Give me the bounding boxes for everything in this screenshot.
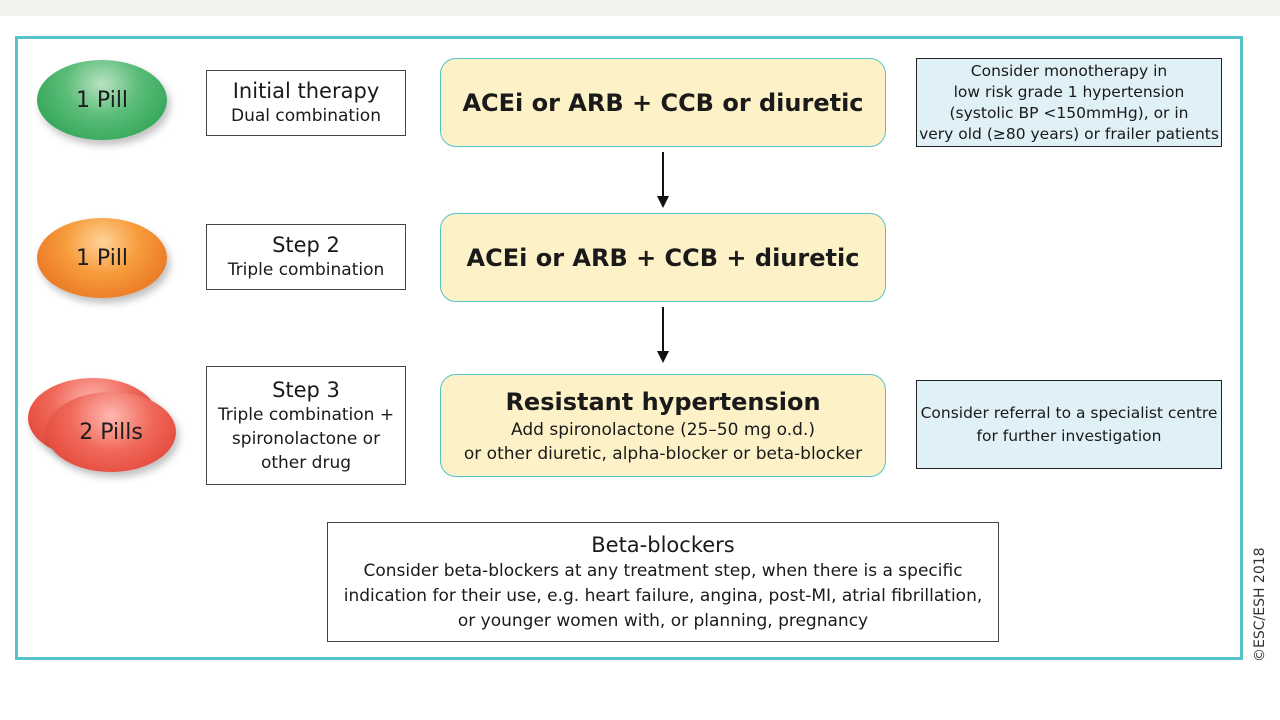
beta-blockers-line: Consider beta-blockers at any treatment … <box>363 560 963 581</box>
drug-box-2: ACEi or ARB + CCB + diuretic <box>440 213 886 302</box>
top-strip <box>0 0 1280 16</box>
drug-box-title: Resistant hypertension <box>505 387 821 416</box>
step-subtitle-line: Triple combination + <box>217 404 395 425</box>
step-box-initial: Initial therapy Dual combination <box>206 70 406 136</box>
pill-icon-row-3: 2 Pills <box>46 392 176 472</box>
step-subtitle-line: other drug <box>260 452 352 473</box>
drug-regimen: ACEi or ARB + CCB + diuretic <box>466 243 860 272</box>
step-title: Step 3 <box>272 377 340 402</box>
step-box-2: Step 2 Triple combination <box>206 224 406 290</box>
beta-blockers-line: or younger women with, or planning, preg… <box>457 610 869 631</box>
note-line: (systolic BP <150mmHg), or in <box>949 103 1189 122</box>
beta-blockers-title: Beta-blockers <box>591 532 735 557</box>
step-title: Step 2 <box>272 233 340 257</box>
copyright-notice: ©ESC/ESH 2018 <box>1252 547 1268 662</box>
pill-label-row-1: 1 Pill <box>75 87 129 113</box>
beta-blockers-line: indication for their use, e.g. heart fai… <box>343 585 983 606</box>
step-subtitle: Triple combination <box>227 260 385 280</box>
pill-icon-row-2: 1 Pill <box>37 218 167 298</box>
drug-box-initial: ACEi or ARB + CCB or diuretic <box>440 58 886 147</box>
note-line: low risk grade 1 hypertension <box>953 82 1185 101</box>
drug-regimen: ACEi or ARB + CCB or diuretic <box>462 88 864 117</box>
pill-icon-row-1: 1 Pill <box>37 60 167 140</box>
note-line: Consider referral to a specialist centre <box>920 403 1218 422</box>
note-line: Consider monotherapy in <box>970 61 1168 80</box>
step-title: Initial therapy <box>232 79 380 103</box>
pill-label-row-3: 2 Pills <box>79 419 143 445</box>
note-box-monotherapy: Consider monotherapy in low risk grade 1… <box>916 58 1222 147</box>
note-line: very old (≥80 years) or frailer patients <box>919 124 1219 143</box>
drug-box-3: Resistant hypertension Add spironolacton… <box>440 374 886 477</box>
beta-blockers-box: Beta-blockers Consider beta-blockers at … <box>327 522 999 642</box>
drug-box-line: or other diuretic, alpha-blocker or beta… <box>463 443 863 464</box>
pill-label-row-2: 1 Pill <box>75 245 129 271</box>
step-subtitle-line: spironolactone or <box>231 428 381 449</box>
drug-box-line: Add spironolactone (25–50 mg o.d.) <box>511 419 815 440</box>
note-box-referral: Consider referral to a specialist centre… <box>916 380 1222 469</box>
step-subtitle: Dual combination <box>231 106 381 126</box>
step-box-3: Step 3 Triple combination + spironolacto… <box>206 366 406 485</box>
note-line: for further investigation <box>976 426 1162 445</box>
